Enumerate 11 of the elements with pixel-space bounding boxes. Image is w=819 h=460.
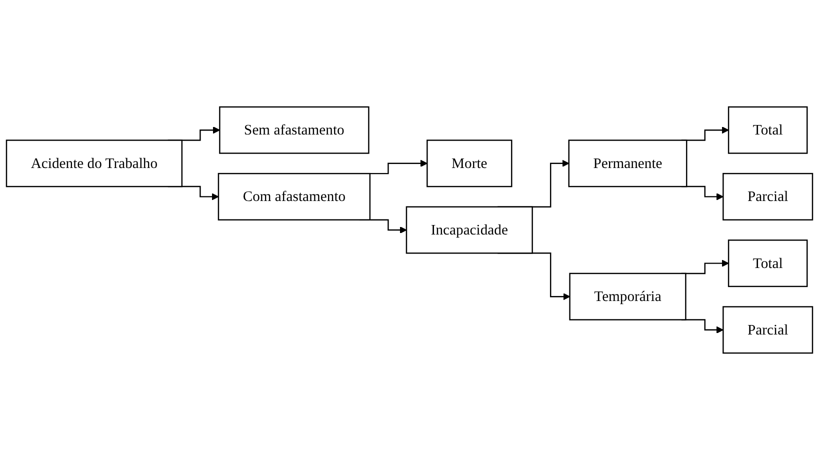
node-box: Acidente do Trabalho <box>6 140 183 188</box>
node-box: Sem afastamento <box>219 106 370 154</box>
node-box: Morte <box>426 140 512 188</box>
node-box: Parcial <box>722 306 814 354</box>
node-box: Incapacidade <box>406 206 533 254</box>
node-box: Permanente <box>568 140 688 188</box>
node-box: Total <box>728 106 808 154</box>
node-box: Temporária <box>569 272 686 320</box>
node-box: Total <box>728 240 808 288</box>
node-box: Parcial <box>722 172 814 220</box>
node-box: Com afastamento <box>218 172 371 220</box>
